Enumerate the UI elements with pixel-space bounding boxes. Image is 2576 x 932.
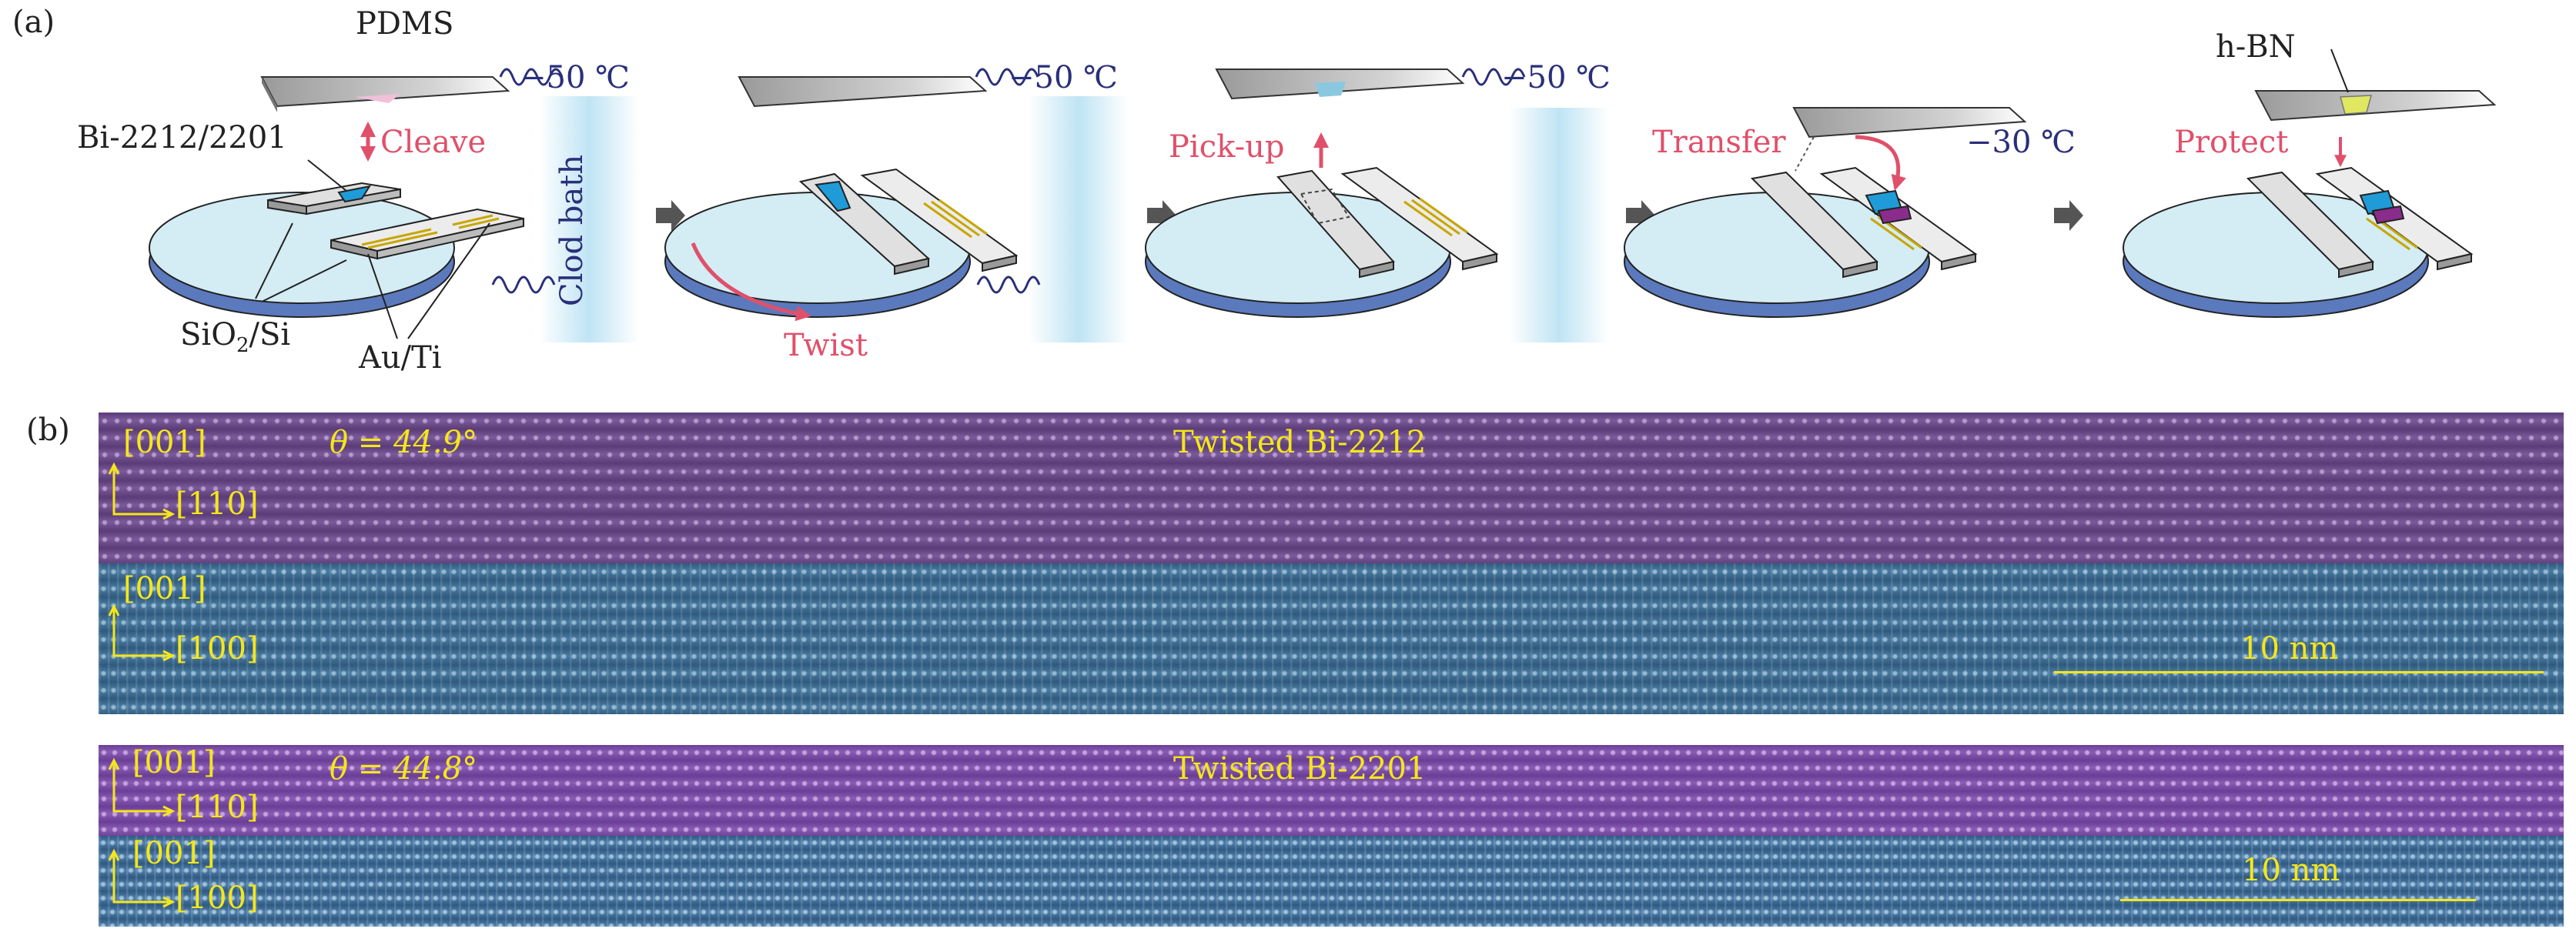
temp-label-1: −50 ℃ [520, 60, 630, 95]
panel-b-label: (b) [26, 413, 70, 448]
stage-4 [1624, 107, 2027, 318]
upper-axis-arrows [108, 462, 176, 662]
lower-blue-layer [99, 836, 2564, 927]
upper-title: Twisted Bi-2212 [1173, 425, 1427, 460]
temp-label-2: −50 ℃ [1009, 60, 1118, 95]
process-diagram [149, 48, 2497, 342]
stage-1 [149, 68, 639, 342]
hbn-label: h-BN [2216, 29, 2296, 65]
upper-top-dir1: [001] [123, 425, 206, 460]
heater-coil-1b [491, 276, 556, 294]
upper-purple-layer [99, 413, 2564, 563]
bath-label: Clod bath [554, 154, 590, 306]
stem-image-upper: [001] [110] θ = 44.9° Twisted Bi-2212 [0… [99, 413, 2564, 714]
cold-bath-3 [1509, 108, 1609, 342]
stage-2 [664, 68, 1129, 342]
twist-label: Twist [784, 328, 868, 363]
upper-bot-dir1: [001] [123, 571, 206, 606]
temp-label-3: −50 ℃ [1501, 60, 1611, 95]
step-arrow-4 [2054, 200, 2083, 231]
substrate-label: SiO2/Si [180, 317, 290, 357]
upper-angle: θ = 44.9° [330, 425, 478, 460]
cold-bath-2 [1029, 96, 1129, 342]
stage-disk-top-1 [149, 192, 455, 304]
pdms-stamp-2 [738, 76, 988, 108]
substrate-label-main: SiO [180, 317, 236, 352]
pdms-stamp-1 [260, 76, 510, 108]
stem-image-lower: [001] [110] θ = 44.8° Twisted Bi-2201 [0… [99, 745, 2564, 927]
bi-sample-label: Bi-2212/2201 [77, 120, 287, 155]
lower-top-dir1: [001] [132, 745, 216, 780]
transfer-label: Transfer [1652, 125, 1786, 160]
substrate-label-rest: /Si [249, 317, 291, 352]
pdms-stamp-4 [1792, 107, 2027, 139]
lower-purple-layer [99, 745, 2564, 836]
lower-top-dir2: [110] [176, 790, 259, 825]
upper-scale-label: 10 nm [2240, 631, 2339, 666]
substrate-label-sub: 2 [236, 334, 249, 357]
hbn-flake [2340, 95, 2372, 115]
stage-3 [1145, 68, 1609, 342]
lower-axis-arrows [108, 757, 176, 908]
temp-label-4: −30 ℃ [1966, 125, 2076, 160]
heater-coil-1a [499, 68, 564, 86]
twist-arrow [691, 242, 811, 322]
upper-blue-layer [99, 563, 2564, 714]
panel-a-label: (a) [12, 5, 55, 40]
lower-title: Twisted Bi-2201 [1173, 751, 1427, 787]
upper-top-dir2: [110] [176, 486, 259, 522]
stage-5 [2123, 48, 2497, 318]
sample-flake-1 [337, 185, 372, 203]
upper-scale-bar [2054, 671, 2544, 673]
pdms-label: PDMS [356, 6, 454, 42]
lower-scale-label: 10 nm [2242, 853, 2340, 888]
electrode-label: Au/Ti [359, 340, 442, 376]
protect-label: Protect [2174, 125, 2289, 160]
cold-bath-1 [539, 96, 639, 342]
cleave-label: Cleave [380, 125, 487, 160]
lower-scale-bar [2120, 899, 2476, 901]
pdms-stamp-5 [2254, 90, 2497, 122]
pickup-label: Pick-up [1169, 129, 1285, 165]
step-arrow-1 [656, 200, 685, 231]
upper-bot-dir2: [100] [176, 631, 259, 666]
sample-flake-2 [815, 180, 851, 212]
lower-bot-dir2: [100] [176, 880, 259, 916]
lower-bot-dir1: [001] [132, 836, 216, 871]
lower-angle: θ = 44.8° [330, 751, 478, 787]
